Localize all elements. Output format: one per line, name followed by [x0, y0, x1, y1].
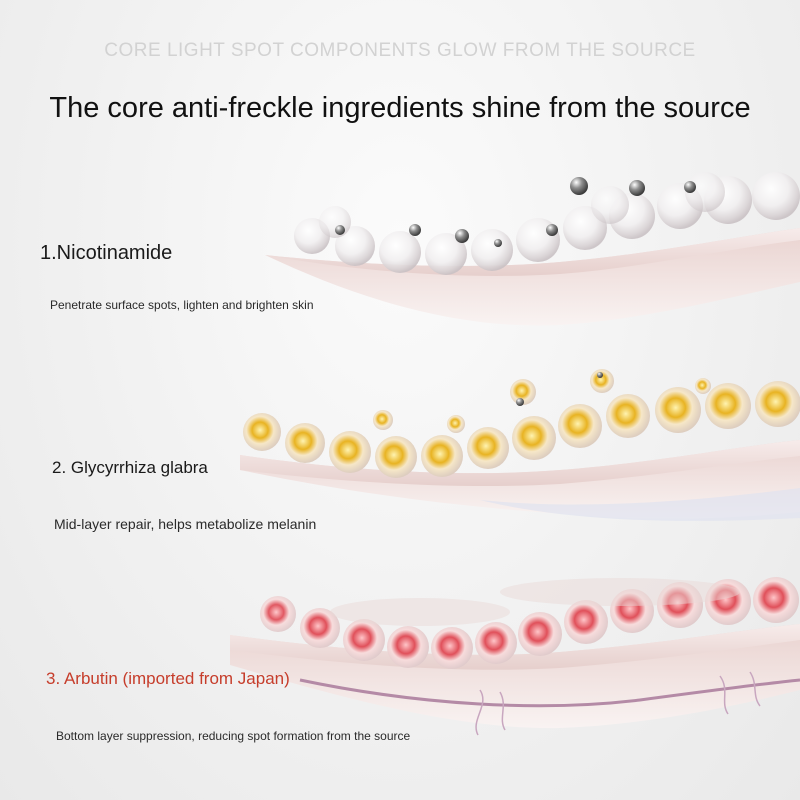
headline: The core anti-freckle ingredients shine … — [49, 92, 751, 124]
section-1-label: 1.Nicotinamide — [40, 242, 173, 264]
subtitle: CORE LIGHT SPOT COMPONENTS GLOW FROM THE… — [104, 40, 696, 61]
layer-1-skin — [265, 228, 800, 326]
section-2-label: 2. Glycyrrhiza glabra — [52, 458, 208, 477]
layer-1-bubbles — [294, 172, 800, 275]
section-3-description: Bottom layer suppression, reducing spot … — [56, 729, 411, 743]
glycyrrhiza-molecules — [373, 369, 711, 433]
section-2-description: Mid-layer repair, helps metabolize melan… — [54, 516, 317, 532]
section-1-description: Penetrate surface spots, lighten and bri… — [50, 298, 314, 312]
layer-2-skin — [240, 440, 800, 521]
nicotinamide-molecules — [335, 177, 696, 247]
layer-2-bubbles — [243, 381, 800, 478]
section-3-label: 3. Arbutin (imported from Japan) — [46, 669, 290, 688]
layer-3-bubbles — [260, 577, 799, 669]
